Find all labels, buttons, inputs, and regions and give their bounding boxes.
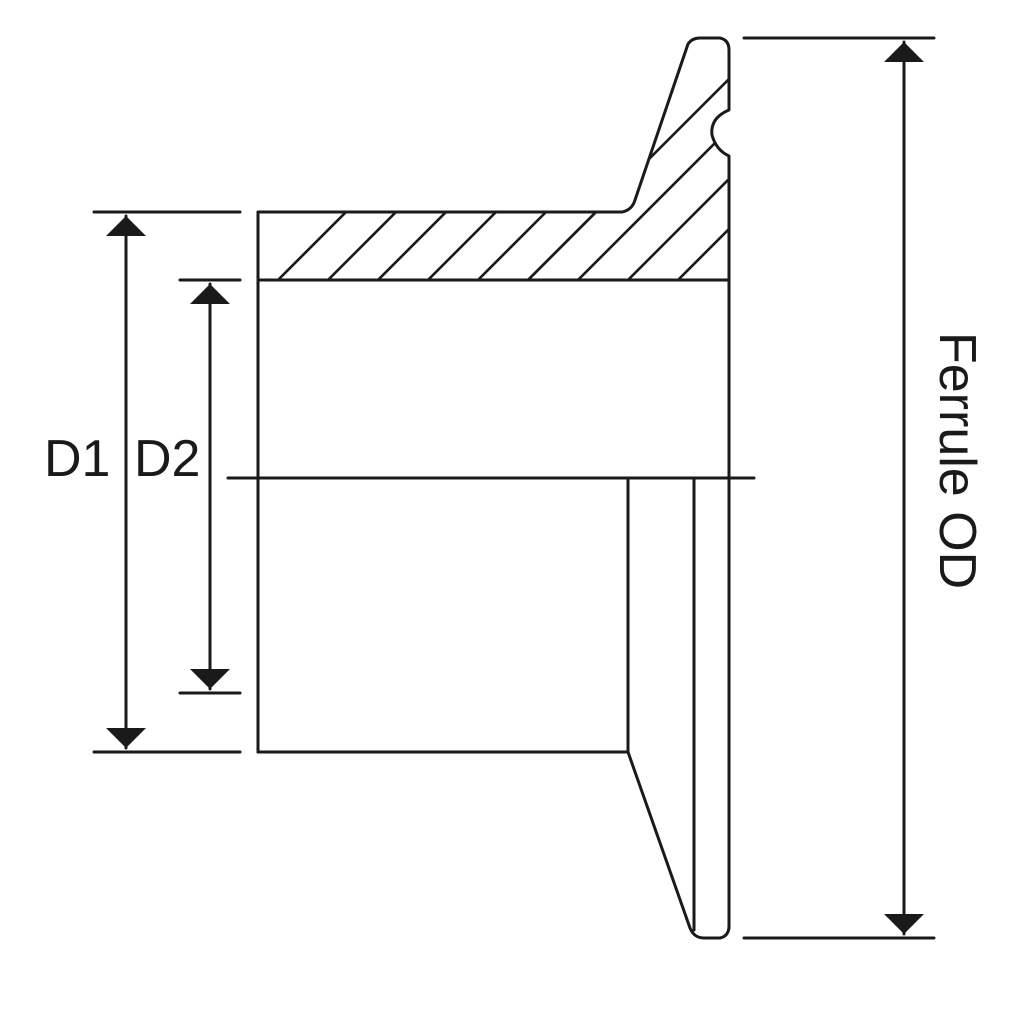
ferrule-od-dimension — [742, 36, 936, 940]
ferrule-body — [256, 210, 731, 940]
d2-dimension — [178, 278, 242, 695]
d1-dimension — [92, 210, 242, 754]
ferrule-od-label: Ferrule OD — [928, 332, 986, 589]
d2-label: D2 — [134, 430, 200, 488]
d1-label: D1 — [44, 430, 110, 488]
hatched-section — [256, 36, 731, 282]
